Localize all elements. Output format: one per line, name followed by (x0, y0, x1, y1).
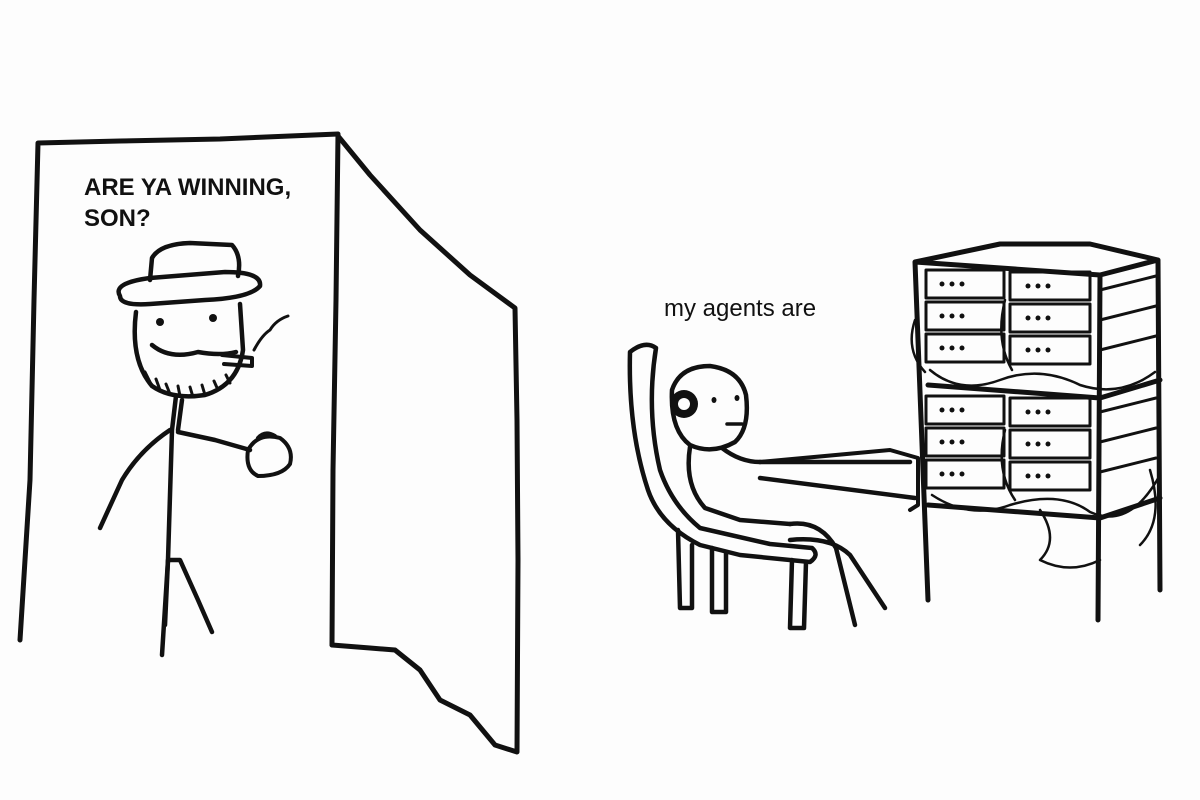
dad-speech-caption: ARE YA WINNING, SON? (84, 172, 291, 234)
rack-frame (912, 241, 1163, 623)
chair-legs (675, 527, 809, 631)
cigar (220, 353, 254, 368)
son-arms (757, 459, 918, 501)
server-side-panels (1098, 274, 1158, 474)
cigar-smoke (252, 314, 290, 352)
son-left-eye (711, 397, 717, 403)
son-body (686, 444, 793, 527)
hat-crown (147, 240, 242, 283)
server-unit (924, 300, 1006, 332)
hat-brim (116, 269, 263, 307)
server-unit (1008, 460, 1092, 492)
server-unit (1008, 334, 1092, 366)
son-figure (669, 363, 920, 628)
son-head (669, 363, 750, 452)
door-frame (17, 131, 341, 648)
server-cables (910, 298, 1162, 569)
server-unit (1008, 270, 1092, 302)
dad-speech-line-1: ARE YA WINNING, (84, 174, 292, 201)
server-leds (939, 281, 1051, 479)
doorway (17, 131, 521, 755)
chair (627, 342, 818, 631)
server-unit (924, 268, 1006, 300)
server-unit (924, 394, 1006, 426)
dad-figure (97, 240, 293, 658)
server-unit (924, 426, 1006, 458)
dad-legs (159, 557, 215, 658)
server-units (924, 268, 1158, 492)
door-panel (329, 133, 521, 755)
server-unit (1008, 396, 1092, 428)
server-rack (910, 241, 1163, 623)
headphones-inner (678, 398, 690, 410)
server-unit (924, 332, 1006, 364)
dad-left-arm (97, 427, 173, 531)
son-legs (787, 521, 888, 628)
dad-right-arm (175, 429, 253, 453)
server-unit (924, 458, 1006, 490)
server-unit (1008, 302, 1092, 334)
server-unit (1008, 428, 1092, 460)
dad-right-eye (209, 314, 217, 322)
dad-beard (143, 370, 232, 399)
beer-mug (245, 431, 293, 478)
dad-speech-line-2: SON? (84, 205, 151, 232)
dad-left-eye (156, 318, 164, 326)
chair-back (627, 342, 818, 565)
keyboard (758, 448, 920, 512)
son-speech-caption: my agents are (664, 295, 817, 322)
son-right-eye (734, 395, 740, 401)
